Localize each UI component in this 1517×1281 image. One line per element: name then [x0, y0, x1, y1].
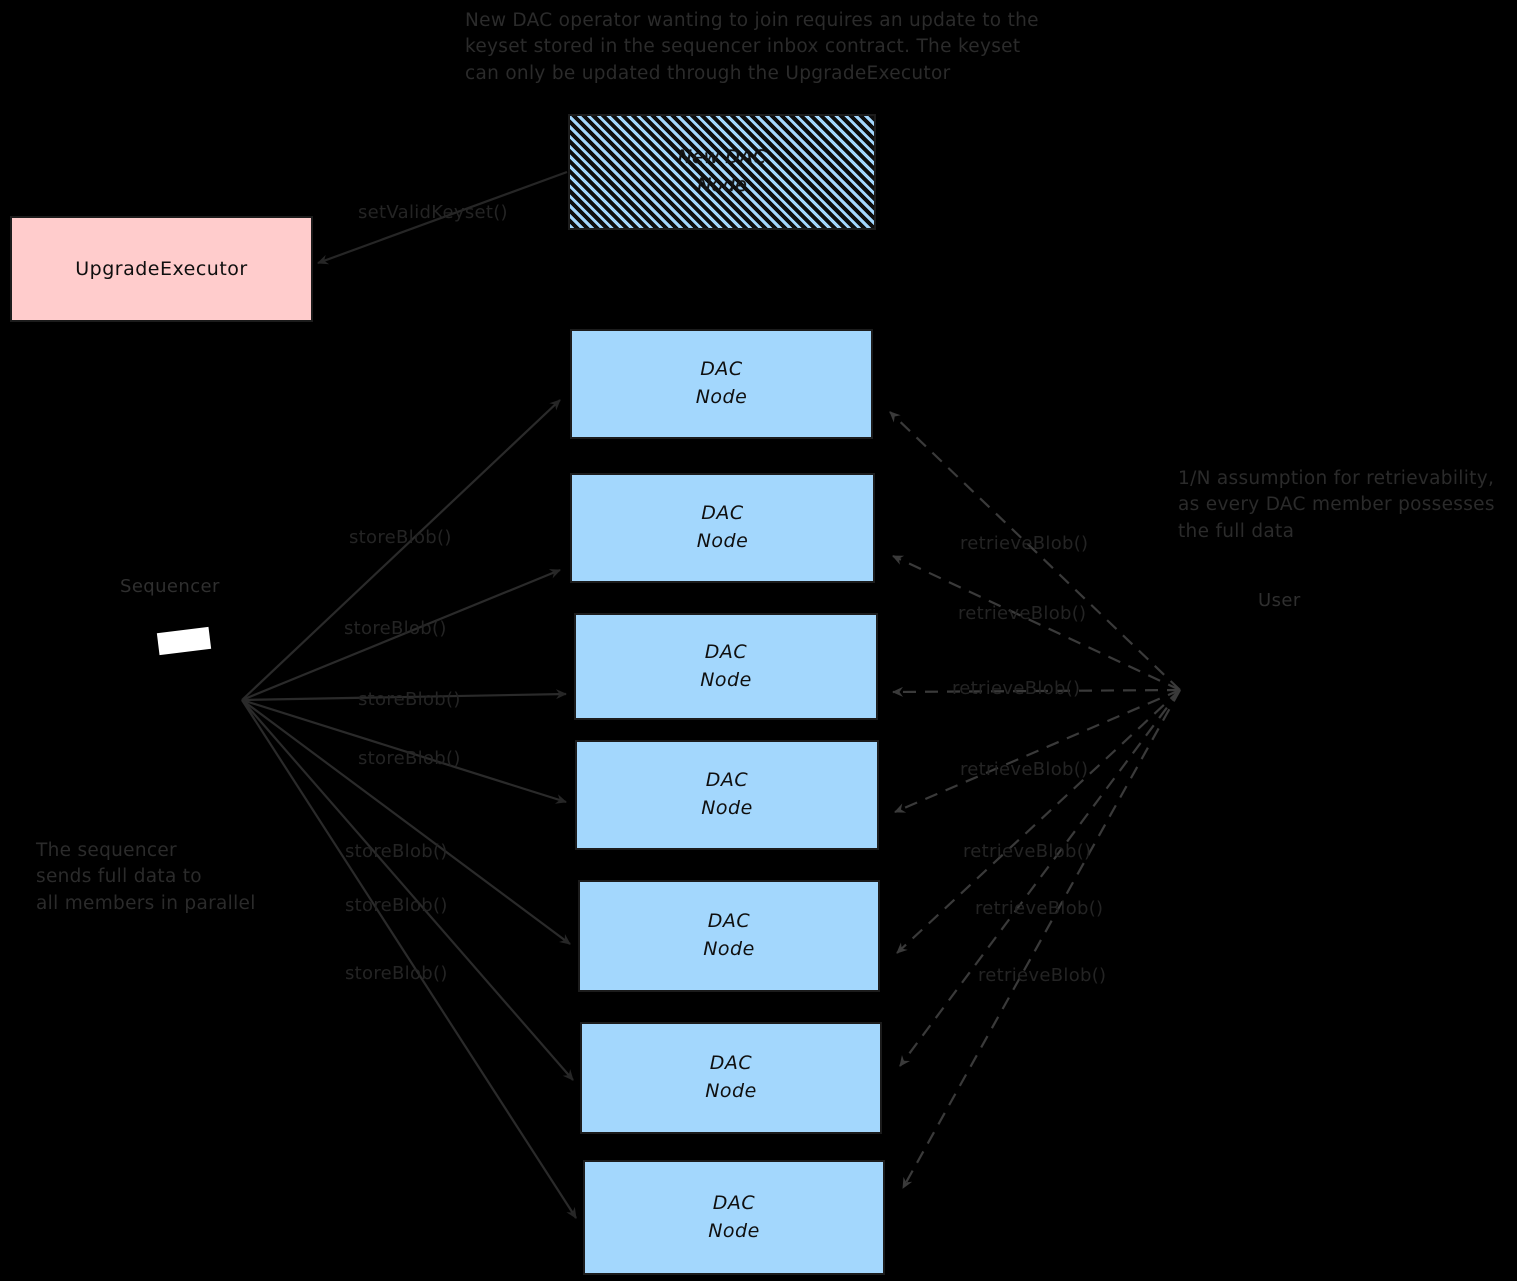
edge-label-store-blob-1: storeBlob() — [349, 527, 452, 548]
dac-node-box-2[interactable]: DAC Node — [570, 473, 875, 583]
dac-node-line1: DAC — [705, 769, 749, 792]
edges-retrieve-blob — [889, 411, 1181, 1189]
edge-label-set-valid-keyset: setValidKeyset() — [358, 202, 508, 223]
dac-node-box-6[interactable]: DAC Node — [580, 1022, 882, 1134]
edge-label-retrieve-blob-4: retrieveBlob() — [960, 759, 1089, 780]
annotation-top-note: New DAC operator wanting to join require… — [465, 10, 1039, 84]
dac-node-line1: DAC — [700, 358, 743, 381]
dac-node-box-5[interactable]: DAC Node — [578, 880, 880, 992]
new-dac-node-line2: Node — [697, 174, 747, 196]
upgrade-executor-label: UpgradeExecutor — [75, 258, 248, 280]
edges-store-blob — [241, 399, 577, 1219]
edge-label-store-blob-6: storeBlob() — [345, 895, 448, 916]
dac-node-box-7[interactable]: DAC Node — [583, 1160, 885, 1275]
edge-label-store-blob-4: storeBlob() — [358, 748, 461, 769]
edge-label-retrieve-blob-5: retrieveBlob() — [963, 841, 1092, 862]
edge-label-store-blob-7: storeBlob() — [345, 963, 448, 984]
edge-label-store-blob-5: storeBlob() — [345, 841, 448, 862]
dac-node-line2: Node — [705, 1080, 757, 1102]
dac-node-line2: Node — [696, 530, 749, 552]
new-dac-node-line1: New DAC — [677, 146, 767, 169]
dac-node-line1: DAC — [709, 1052, 753, 1075]
edge-set-valid-keyset — [317, 170, 568, 265]
dac-node-line2: Node — [701, 797, 753, 819]
new-dac-node-box[interactable]: New DAC Node — [568, 114, 876, 230]
user-label: User — [1258, 590, 1301, 611]
dac-node-line1: DAC — [704, 640, 748, 663]
edge-label-retrieve-blob-3: retrieveBlob() — [952, 678, 1081, 699]
annotation-left-note: The sequencer sends full data to all mem… — [36, 840, 256, 914]
dac-node-line2: Node — [703, 938, 755, 960]
edge-label-retrieve-blob-7: retrieveBlob() — [978, 965, 1107, 986]
dac-node-box-4[interactable]: DAC Node — [575, 740, 879, 850]
upgrade-executor-box[interactable]: UpgradeExecutor — [10, 216, 313, 322]
dac-node-line1: DAC — [701, 502, 744, 525]
sequencer-label: Sequencer — [120, 576, 220, 597]
dac-node-line2: Node — [700, 668, 752, 691]
edge-label-store-blob-3: storeBlob() — [358, 689, 461, 710]
edge-label-retrieve-blob-1: retrieveBlob() — [960, 533, 1089, 554]
edge-label-retrieve-blob-2: retrieveBlob() — [958, 603, 1087, 624]
dac-node-line1: DAC — [707, 910, 751, 933]
dac-node-line2: Node — [695, 386, 748, 408]
dac-node-line2: Node — [708, 1219, 760, 1242]
edge-label-store-blob-2: storeBlob() — [344, 618, 447, 639]
annotation-right-note: 1/N assumption for retrievability, as ev… — [1178, 468, 1495, 542]
dac-node-line1: DAC — [712, 1191, 756, 1214]
dac-node-box-1[interactable]: DAC Node — [570, 329, 873, 439]
dac-node-box-3[interactable]: DAC Node — [574, 613, 878, 720]
edge-label-retrieve-blob-6: retrieveBlob() — [975, 898, 1104, 919]
